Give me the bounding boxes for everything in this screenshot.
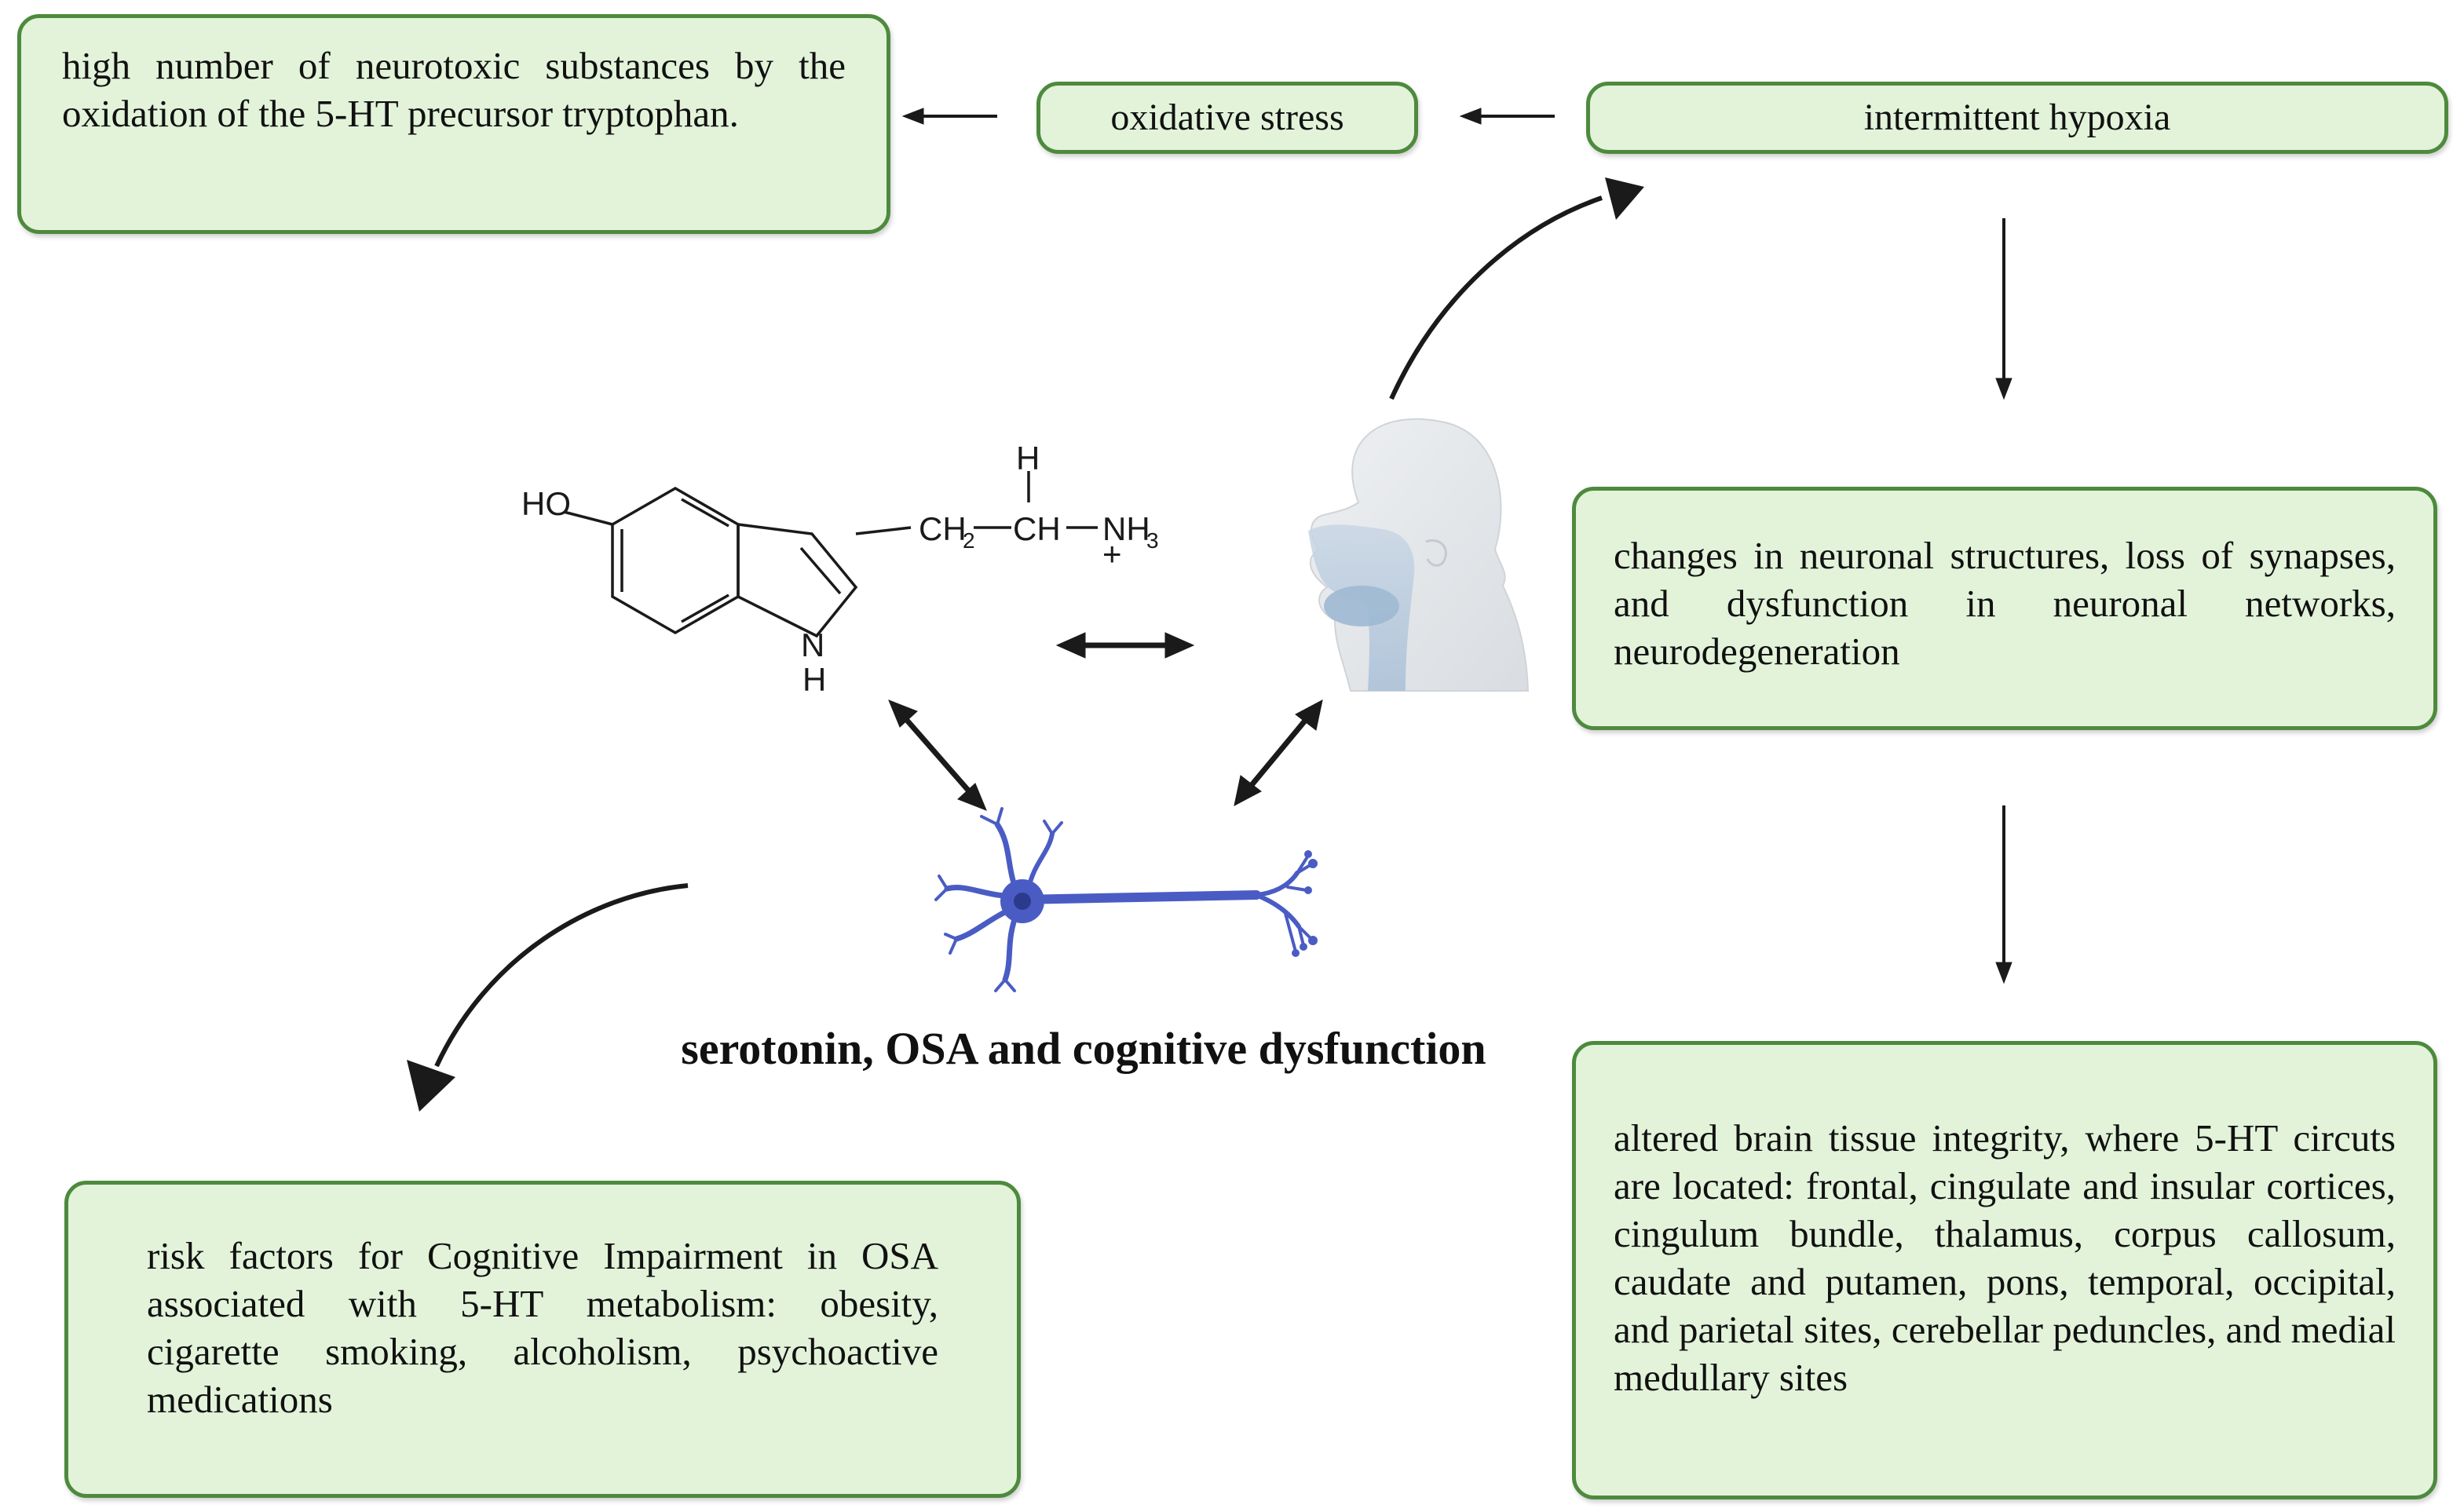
arrow-changes-to-brain-tissue	[1995, 805, 2012, 984]
neurotoxic-substances-text: high number of neurotoxic substances by …	[62, 44, 846, 135]
arrow-head-to-hypoxia	[1389, 177, 1644, 400]
label-ch: CH	[1013, 510, 1061, 547]
arrow-center-to-risk-factors	[407, 883, 689, 1112]
risk-factors-text: risk factors for Cognitive Impairment in…	[147, 1234, 938, 1421]
risk-factors-box: risk factors for Cognitive Impairment in…	[64, 1181, 1021, 1498]
label-ch2-subscript: 2	[963, 528, 975, 553]
intermittent-hypoxia-text: intermittent hypoxia	[1863, 97, 2171, 138]
diagram-title: serotonin, OSA and cognitive dysfunction	[681, 1023, 1486, 1074]
serotonin-labels: HO H CH 2 CH NH 3 + N H	[521, 440, 1159, 698]
oxidative-stress-text: oxidative stress	[1110, 97, 1344, 138]
intermittent-hypoxia-box: intermittent hypoxia	[1586, 82, 2448, 154]
neurotoxic-substances-box: high number of neurotoxic substances by …	[17, 14, 890, 234]
oxidative-stress-box: oxidative stress	[1036, 82, 1418, 154]
label-nh3: NH	[1102, 510, 1150, 547]
label-ch2: CH	[919, 510, 967, 547]
label-charge: +	[1102, 535, 1122, 572]
neuronal-changes-box: changes in neuronal structures, loss of …	[1572, 487, 2437, 730]
label-nh3-subscript: 3	[1146, 528, 1159, 553]
double-arrow-molecule-neuron	[888, 699, 987, 811]
brain-tissue-box: altered brain tissue integrity, where 5-…	[1572, 1041, 2437, 1499]
arrow-oxidative-to-neurotoxic	[901, 108, 997, 125]
double-arrow-molecule-head	[1055, 632, 1195, 659]
neuron-illustration	[934, 807, 1318, 992]
label-h-bottom: H	[802, 661, 826, 698]
label-h-top: H	[1016, 440, 1040, 477]
head-airway-illustration	[1308, 418, 1530, 692]
arrow-hypoxia-to-changes	[1995, 218, 2012, 400]
arrow-hypoxia-to-oxidative	[1459, 108, 1555, 125]
label-ho: HO	[521, 485, 571, 522]
neuronal-changes-text: changes in neuronal structures, loss of …	[1614, 534, 2396, 673]
serotonin-molecule	[563, 471, 1098, 638]
double-arrow-head-neuron	[1234, 699, 1323, 806]
label-n: N	[801, 626, 824, 663]
brain-tissue-text: altered brain tissue integrity, where 5-…	[1614, 1116, 2396, 1399]
